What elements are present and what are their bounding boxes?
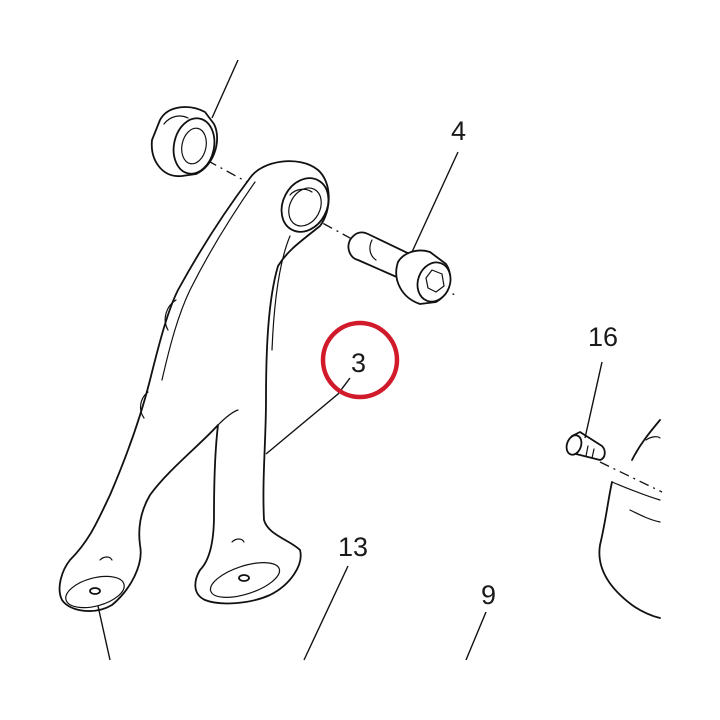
highlight-ring	[320, 320, 400, 400]
leader-13	[303, 565, 349, 661]
callout-13[interactable]: 13	[338, 532, 368, 562]
bushing	[150, 106, 218, 177]
callout-4[interactable]: 4	[451, 116, 466, 146]
linkage-arm	[58, 160, 330, 612]
leader-16	[584, 361, 603, 439]
pivot-center-line	[187, 149, 456, 296]
callout-16[interactable]: 16	[588, 322, 618, 352]
leader-bottom-left	[97, 605, 111, 661]
pivot-bolt	[347, 231, 452, 305]
leader-3	[265, 377, 351, 455]
leader-4	[411, 151, 459, 253]
small-bolt	[565, 431, 606, 461]
right-bracket	[598, 419, 661, 619]
leader-bushing	[211, 59, 239, 119]
callout-9[interactable]: 9	[481, 580, 496, 610]
leader-9	[465, 611, 487, 661]
small-bolt-center-line	[599, 461, 663, 493]
callout-3[interactable]: 3	[351, 348, 366, 378]
